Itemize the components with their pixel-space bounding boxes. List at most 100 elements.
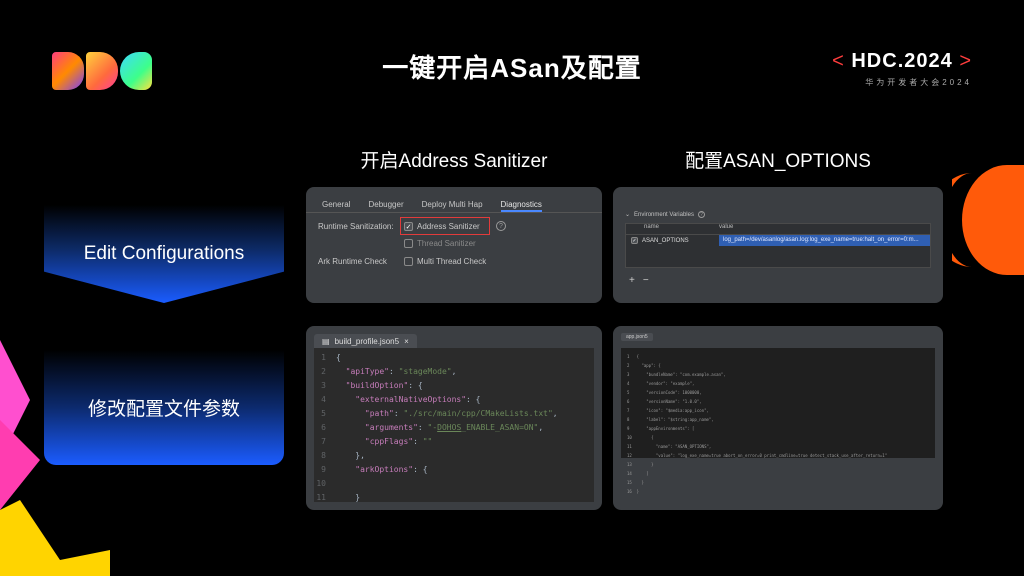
run-config-screenshot: General Debugger Deploy Multi Hap Diagno… <box>306 187 602 303</box>
code-text: } <box>336 493 361 502</box>
json-line: 15 } <box>627 480 644 485</box>
add-icon[interactable]: + <box>629 275 635 286</box>
multi-thread-check-checkbox[interactable] <box>404 257 413 266</box>
code-line: 7 "cppFlags": "" <box>314 435 594 449</box>
env-name-text: ASAN_OPTIONS <box>642 237 689 244</box>
json-line: 10 { <box>627 435 654 440</box>
thread-sanitizer-option[interactable]: Thread Sanitizer <box>404 239 476 248</box>
brand-bracket-left: < <box>832 50 845 72</box>
highlight-box <box>400 217 490 235</box>
json-line: 13 } <box>627 462 654 467</box>
file-icon: ▤ <box>322 337 330 346</box>
line-number: 10 <box>316 479 326 488</box>
help-icon[interactable]: ? <box>697 211 705 218</box>
code-editor[interactable]: 1{2 "apiType": "stageMode",3 "buildOptio… <box>314 348 594 502</box>
file-tab-label: build_profile.json5 <box>334 337 400 346</box>
line-number: 3 <box>321 381 326 390</box>
json-line: 14 ] <box>627 471 649 476</box>
runtime-sanitization-row: Runtime Sanitization: <box>318 222 394 231</box>
brand-name: < HDC.2024 > <box>832 50 972 73</box>
line-number: 5 <box>321 409 326 418</box>
address-sanitizer-label: Address Sanitizer <box>417 222 480 231</box>
chevron-down-icon: ⌄ <box>625 212 631 218</box>
code-line: 9 "arkOptions": { <box>314 463 594 477</box>
col-value: value <box>719 224 734 230</box>
code-line: 3 "buildOption": { <box>314 379 594 393</box>
tab-debugger[interactable]: Debugger <box>368 200 404 209</box>
json-line: 7 "icon": "$media:app_icon", <box>627 408 709 413</box>
tab-diagnostics[interactable]: Diagnostics <box>500 200 542 212</box>
app-json-screenshot: app.json5 1 {2 "app": {3 "bundleName": "… <box>613 326 943 510</box>
orange-decor-shape <box>952 165 1024 275</box>
edit-configurations-label: Edit Configurations <box>44 205 284 303</box>
edit-configurations-text: Edit Configurations <box>83 243 245 264</box>
line-number: 7 <box>321 437 326 446</box>
tab-deploy-multi-hap[interactable]: Deploy Multi Hap <box>421 200 483 209</box>
json-line: 6 "versionName": "1.0.0", <box>627 399 702 404</box>
json-file-tab[interactable]: app.json5 <box>621 333 653 341</box>
code-text: "arguments": "-DOHOS_ENABLE_ASAN=ON", <box>364 423 544 432</box>
env-value-cell[interactable]: log_path=/dev/asanlog/asan.log:log_exe_n… <box>719 235 930 246</box>
code-line: 4 "externalNativeOptions": { <box>314 393 594 407</box>
code-line: 10 <box>314 477 594 491</box>
ark-runtime-row: Ark Runtime Check <box>318 257 387 266</box>
json-line: 2 "app": { <box>627 363 661 368</box>
code-text: "cppFlags": "" <box>364 437 433 446</box>
code-text: "apiType": "stageMode", <box>345 367 457 376</box>
runtime-sanitization-label: Runtime Sanitization: <box>318 222 394 231</box>
thread-sanitizer-checkbox[interactable] <box>404 239 413 248</box>
line-number: 6 <box>321 423 326 432</box>
brand-text: HDC.2024 <box>851 50 953 72</box>
env-row-checkbox[interactable]: ✓ <box>631 237 638 244</box>
logo-c-shape <box>120 52 152 90</box>
json-editor[interactable]: 1 {2 "app": {3 "bundleName": "com.exampl… <box>621 348 935 494</box>
code-text: "arkOptions": { <box>355 465 428 474</box>
build-profile-screenshot: ▤ build_profile.json5 × 1{2 "apiType": "… <box>306 326 602 510</box>
close-icon[interactable]: × <box>404 337 409 346</box>
tab-general[interactable]: General <box>322 200 351 209</box>
help-icon[interactable]: ? <box>496 221 506 231</box>
hdc-logo <box>52 52 152 90</box>
env-vars-screenshot: ⌄ Environment Variables ? name value ✓ A… <box>613 187 943 303</box>
env-vars-header[interactable]: ⌄ Environment Variables ? <box>625 211 705 218</box>
brand-mark: < HDC.2024 > 华为开发者大会2024 <box>832 50 972 88</box>
multi-thread-check-option[interactable]: Multi Thread Check <box>404 257 486 266</box>
code-text: "externalNativeOptions": { <box>355 395 481 404</box>
address-sanitizer-option[interactable]: ✓ Address Sanitizer <box>404 222 480 231</box>
code-line: 8 }, <box>314 449 594 463</box>
json-line: 8 "label": "$string:app_name", <box>627 417 714 422</box>
code-line: 11 } <box>314 491 594 505</box>
multi-thread-check-label: Multi Thread Check <box>417 257 487 266</box>
env-vars-title: Environment Variables <box>634 211 694 218</box>
column-heading-enable: 开启Address Sanitizer <box>360 151 548 172</box>
brand-subtitle: 华为开发者大会2024 <box>865 78 972 87</box>
logo-h-shape <box>52 52 84 90</box>
code-text: { <box>336 353 341 362</box>
brand-bracket-right: > <box>959 50 972 72</box>
json-line: 12 "value": "log_exe_name=true abort_on_… <box>627 453 888 458</box>
file-tab[interactable]: ▤ build_profile.json5 × <box>314 334 417 349</box>
json-line: 3 "bundleName": "com.example.asan", <box>627 372 726 377</box>
code-line: 2 "apiType": "stageMode", <box>314 365 594 379</box>
line-number: 9 <box>321 465 326 474</box>
help-icon-wrap: ? <box>496 221 506 231</box>
ark-runtime-label: Ark Runtime Check <box>318 257 387 266</box>
line-number: 1 <box>321 353 326 362</box>
code-text: "path": "./src/main/cpp/CMakeLists.txt", <box>364 409 558 418</box>
env-table-header: name value <box>626 224 930 235</box>
remove-icon[interactable]: − <box>642 275 649 286</box>
line-number: 4 <box>321 395 326 404</box>
modify-params-label: 修改配置文件参数 <box>44 350 284 465</box>
line-number: 2 <box>321 367 326 376</box>
code-line: 1{ <box>314 351 594 365</box>
env-row-name: ✓ ASAN_OPTIONS <box>626 237 719 244</box>
address-sanitizer-checkbox[interactable]: ✓ <box>404 222 413 231</box>
config-tabs: General Debugger Deploy Multi Hap Diagno… <box>306 187 602 213</box>
column-heading-options: 配置ASAN_OPTIONS <box>685 151 871 172</box>
json-line: 4 "vendor": "example", <box>627 381 695 386</box>
env-toolbar: + − <box>629 275 649 286</box>
col-name: name <box>644 224 660 230</box>
line-number: 8 <box>321 451 326 460</box>
table-row[interactable]: ✓ ASAN_OPTIONS log_path=/dev/asanlog/asa… <box>626 235 930 246</box>
line-number: 11 <box>316 493 326 502</box>
